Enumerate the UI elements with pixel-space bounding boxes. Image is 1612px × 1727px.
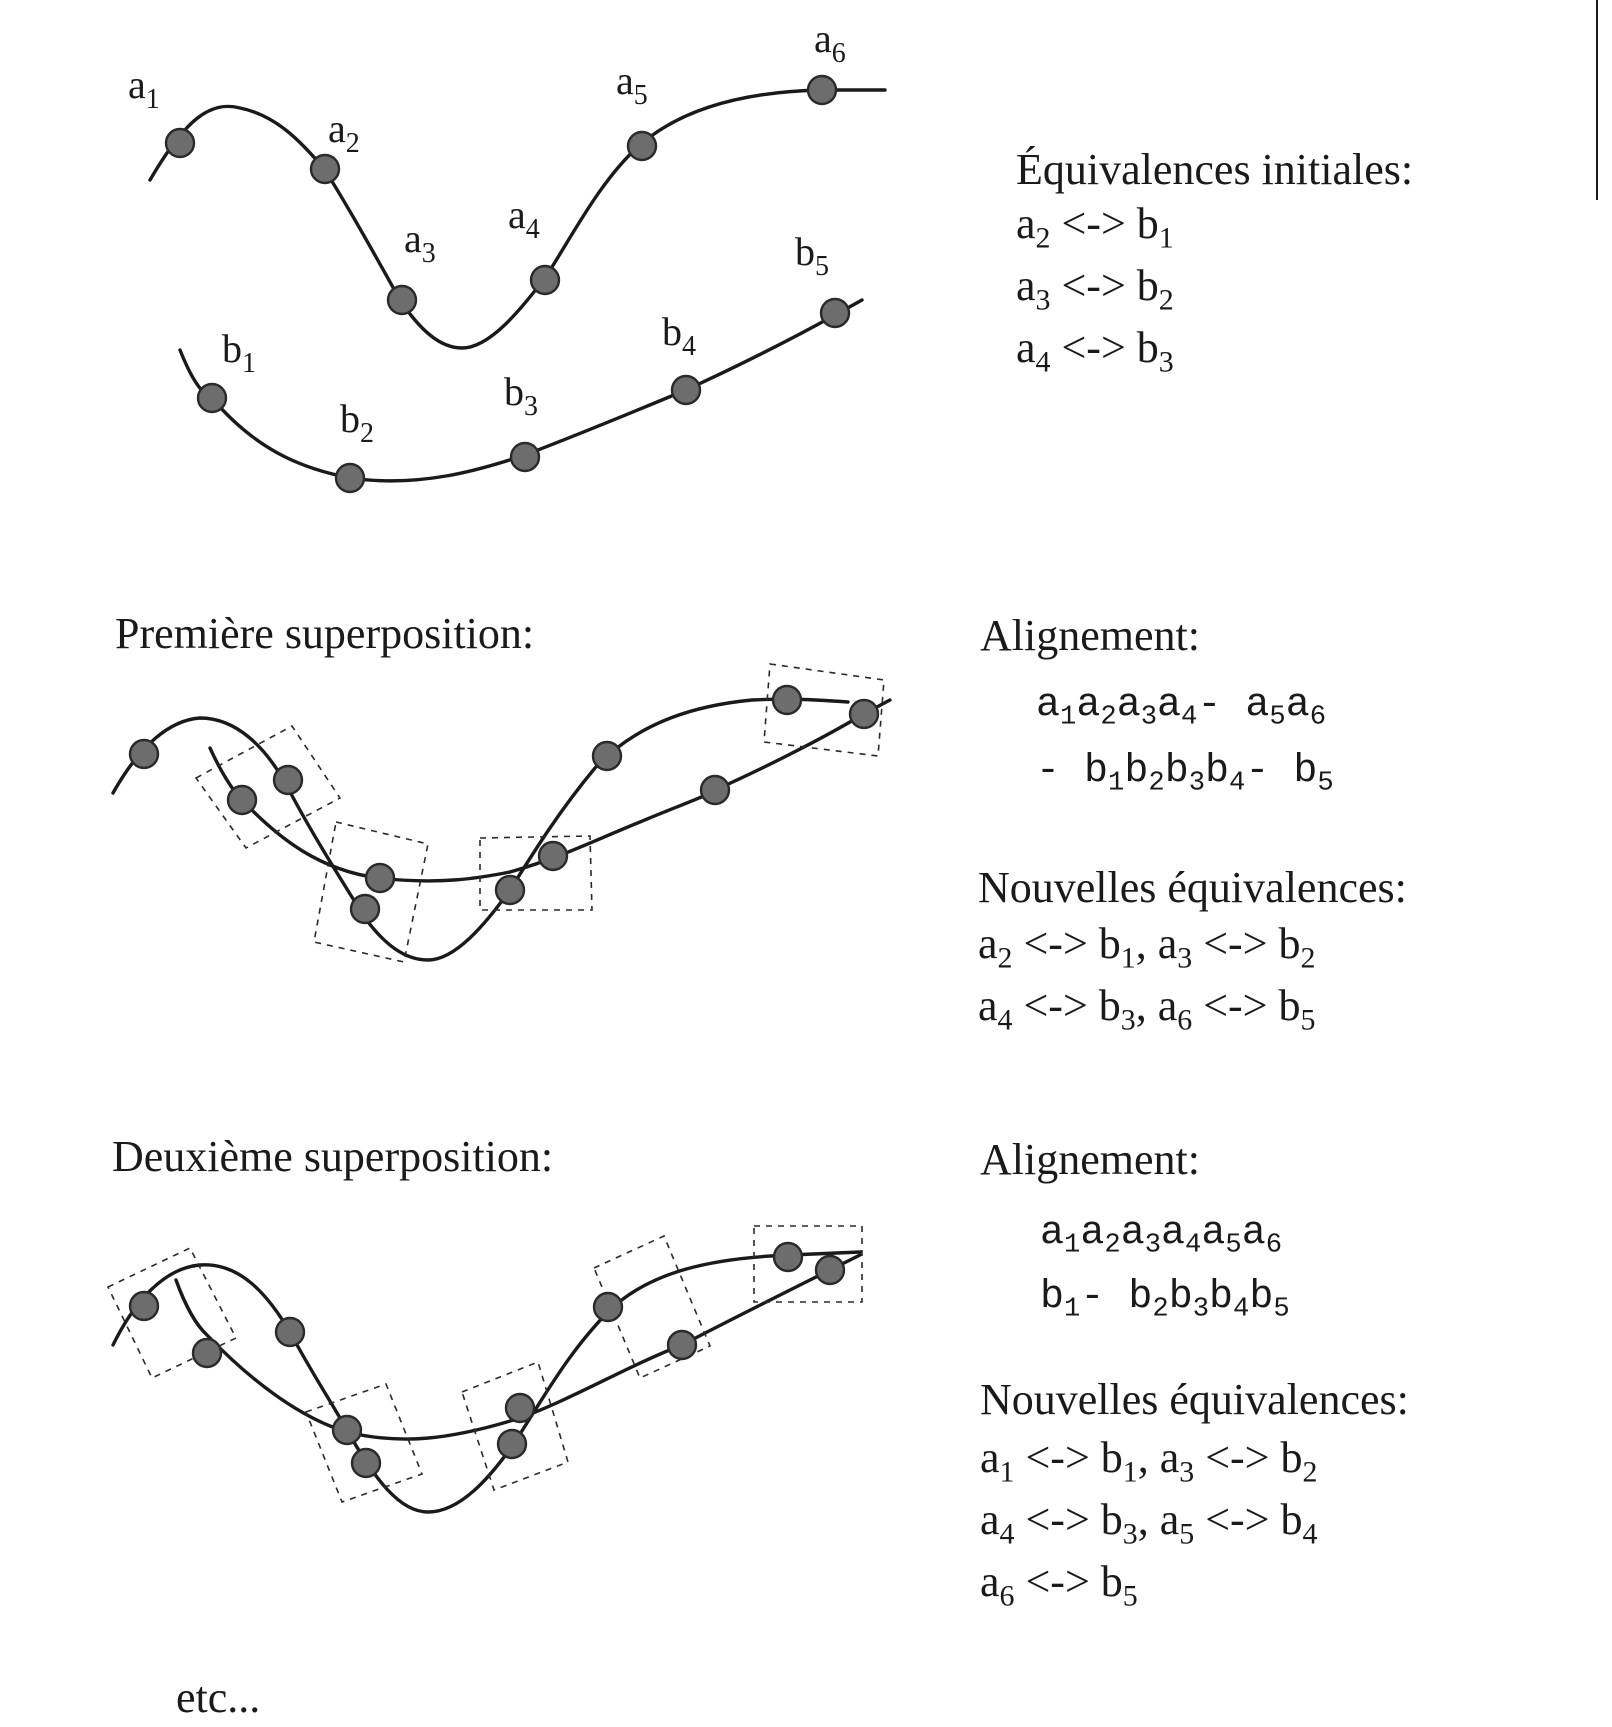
match-box-first-4: [763, 663, 885, 757]
label-a5: a5: [616, 58, 648, 111]
point-a2: [309, 153, 341, 185]
label-a4: a4: [508, 192, 540, 245]
curve-b-first: [208, 698, 892, 883]
point-first-a5: [591, 740, 623, 772]
point-b4: [670, 374, 702, 406]
point-b2: [334, 462, 366, 494]
label-a6: a6: [814, 16, 846, 69]
point-second-a2: [274, 1316, 306, 1348]
label-b2: b2: [340, 396, 374, 449]
point-second-b4: [666, 1329, 698, 1361]
point-second-a3: [331, 1414, 363, 1446]
second-alignment-title: Alignement:: [980, 1135, 1200, 1184]
match-box-second-4: [592, 1234, 712, 1380]
point-a6: [806, 74, 838, 106]
initial-curves-panel: a1 a2 a3 a4 a5 a6 b1 b2 b3 b4 b5: [128, 16, 887, 494]
point-first-a4: [494, 874, 526, 906]
match-box-second-5: [753, 1225, 863, 1303]
point-first-b5: [848, 698, 880, 730]
match-box-second-2: [304, 1382, 424, 1504]
first-superposition-panel: [111, 663, 892, 963]
point-a3: [386, 284, 418, 316]
curve-a-first: [111, 697, 850, 962]
point-first-a6: [771, 684, 803, 716]
first-alignment-row-a: a1a2a3a4- a5a6: [1036, 683, 1327, 733]
point-first-b3: [537, 840, 569, 872]
first-alignment-title: Alignement:: [980, 611, 1200, 660]
initial-equivalence-2: a3 <-> b2: [1016, 261, 1174, 317]
label-b1: b1: [222, 326, 256, 379]
label-a2: a2: [328, 106, 360, 159]
second-superposition-heading: Deuxième superposition:: [112, 1132, 554, 1181]
label-a3: a3: [404, 216, 436, 269]
first-new-equivalence-2: a4 <-> b3, a6 <-> b5: [978, 981, 1316, 1037]
point-second-b2: [350, 1447, 382, 1479]
second-new-equivalences-title: Nouvelles équivalences:: [980, 1375, 1409, 1424]
initial-equivalences-title: Équivalences initiales:: [1016, 145, 1414, 194]
match-box-first-1: [194, 724, 342, 850]
initial-equivalence-3: a4 <-> b3: [1016, 323, 1174, 379]
point-b1: [196, 382, 228, 414]
point-a5: [626, 130, 658, 162]
second-new-equivalence-3: a6 <-> b5: [980, 1557, 1138, 1613]
label-a1: a1: [128, 62, 160, 115]
point-b5: [819, 297, 851, 329]
second-alignment-row-a: a1a2a3a4a5a6: [1040, 1211, 1283, 1261]
point-first-a1: [128, 738, 160, 770]
point-second-a5: [592, 1291, 624, 1323]
point-second-a4: [504, 1392, 536, 1424]
label-b4: b4: [662, 309, 696, 362]
page-edge-line: [1596, 0, 1598, 200]
point-first-b2: [364, 862, 396, 894]
first-alignment-row-b: - b1b2b3b4- b5: [1036, 749, 1334, 799]
match-box-first-2: [313, 821, 429, 963]
point-second-b3: [496, 1428, 528, 1460]
point-second-b5: [814, 1254, 846, 1286]
curve-b: [178, 298, 864, 483]
point-first-b1: [226, 784, 258, 816]
first-new-equivalence-1: a2 <-> b1, a3 <-> b2: [978, 919, 1316, 975]
match-box-first-3: [479, 835, 593, 911]
point-first-b4: [699, 774, 731, 806]
first-superposition-heading: Première superposition:: [115, 609, 535, 658]
point-b3: [509, 441, 541, 473]
point-first-a3: [349, 893, 381, 925]
point-a4: [529, 264, 561, 296]
label-b3: b3: [504, 369, 538, 422]
match-box-second-1: [106, 1246, 238, 1380]
second-alignment-row-b: b1- b2b3b4b5: [1040, 1275, 1290, 1325]
point-a1: [164, 127, 196, 159]
label-b5: b5: [795, 229, 829, 282]
first-new-equivalences-title: Nouvelles équivalences:: [978, 863, 1407, 912]
second-new-equivalence-1: a1 <-> b1, a3 <-> b2: [980, 1433, 1318, 1489]
point-second-a6: [772, 1241, 804, 1273]
point-second-a1: [128, 1290, 160, 1322]
second-superposition-panel: [106, 1225, 863, 1514]
initial-equivalence-1: a2 <-> b1: [1016, 199, 1174, 255]
point-second-b1: [191, 1337, 223, 1369]
point-first-a2: [272, 764, 304, 796]
footer-etc: etc...: [176, 1673, 261, 1722]
second-new-equivalence-2: a4 <-> b3, a5 <-> b4: [980, 1495, 1318, 1551]
